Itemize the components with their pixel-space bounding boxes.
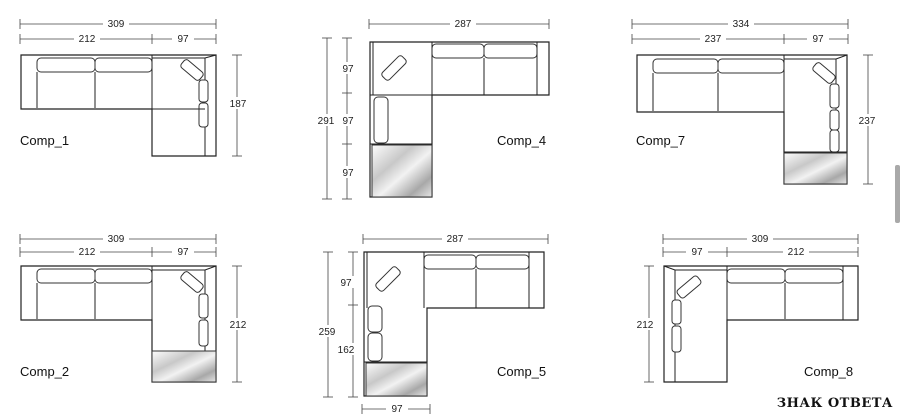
comp1-sofa: [20, 54, 217, 157]
comp5-lower-dim: 162: [338, 345, 355, 356]
comp4-label: Comp_4: [497, 133, 546, 148]
comp5-sofa: [363, 251, 545, 397]
comp8-left-dim: 97: [691, 247, 703, 258]
comp2-chaise-glass: [151, 350, 217, 383]
comp8-height-dim: 212: [637, 320, 654, 331]
comp4-seg2-dim: 97: [342, 116, 354, 127]
comp8-sofa: [663, 265, 859, 383]
comp7-chaise-glass: [783, 152, 848, 185]
comp8-dimensions: 309 97 212 212: [634, 232, 859, 383]
comp1-dimensions: 309 212 97 187: [19, 17, 250, 157]
comp5-chaise-glass: [365, 362, 428, 397]
comp4-group[interactable]: 287 291 97 97 97: [313, 17, 550, 200]
comp2-label: Comp_2: [20, 364, 69, 379]
comp7-label: Comp_7: [636, 133, 685, 148]
comp2-dimensions: 309 212 97 212: [19, 232, 250, 383]
comp1-right-dim: 97: [177, 34, 189, 45]
comp4-total-dim: 287: [455, 19, 472, 30]
comp4-height-dim: 291: [318, 116, 335, 127]
comp7-dimensions: 334 237 97 237: [631, 17, 881, 185]
comp8-total-dim: 309: [752, 234, 769, 245]
comp1-height-dim: 187: [230, 99, 247, 110]
comp5-height-dim: 259: [319, 327, 336, 338]
comp2-sofa: [20, 265, 217, 383]
comp7-right-dim: 97: [812, 34, 824, 45]
comp2-height-dim: 212: [230, 320, 247, 331]
comp4-sofa: [369, 41, 550, 198]
comp1-left-dim: 212: [79, 34, 96, 45]
comp7-group[interactable]: 334 237 97 237: [631, 17, 881, 185]
comp1-total-dim: 309: [108, 19, 125, 30]
comp7-total-dim: 334: [733, 19, 750, 30]
comp1-label: Comp_1: [20, 133, 69, 148]
comp5-total-dim: 287: [447, 234, 464, 245]
comp8-group[interactable]: 309 97 212 212 Comp_8: [634, 232, 859, 383]
comp2-total-dim: 309: [108, 234, 125, 245]
comp5-label: Comp_5: [497, 364, 546, 379]
comp4-seg3-dim: 97: [342, 168, 354, 179]
comp8-right-dim: 212: [788, 247, 805, 258]
comp5-top-dim: 97: [340, 278, 352, 289]
watermark-text: ЗНАК ОТВЕТА: [777, 396, 893, 411]
comp4-chaise-glass: [371, 144, 433, 198]
comp1-group[interactable]: 309 212 97 187 C: [19, 17, 250, 157]
comp8-label: Comp_8: [804, 364, 853, 379]
comp2-left-dim: 212: [79, 247, 96, 258]
comp5-bottom-dim: 97: [391, 404, 403, 415]
comp7-left-dim: 237: [705, 34, 722, 45]
comp2-right-dim: 97: [177, 247, 189, 258]
comp7-height-dim: 237: [859, 116, 876, 127]
comp5-group[interactable]: 287 259 97 162 97: [314, 232, 549, 415]
comp4-dimensions: 287 291 97 97 97: [313, 17, 550, 200]
comp5-dimensions: 287 259 97 162 97: [314, 232, 549, 415]
comp4-seg1-dim: 97: [342, 64, 354, 75]
scrollbar-thumb[interactable]: [895, 165, 900, 223]
comp7-sofa: [636, 54, 848, 185]
comp2-group[interactable]: 309 212 97 212 Comp_2: [19, 232, 250, 383]
